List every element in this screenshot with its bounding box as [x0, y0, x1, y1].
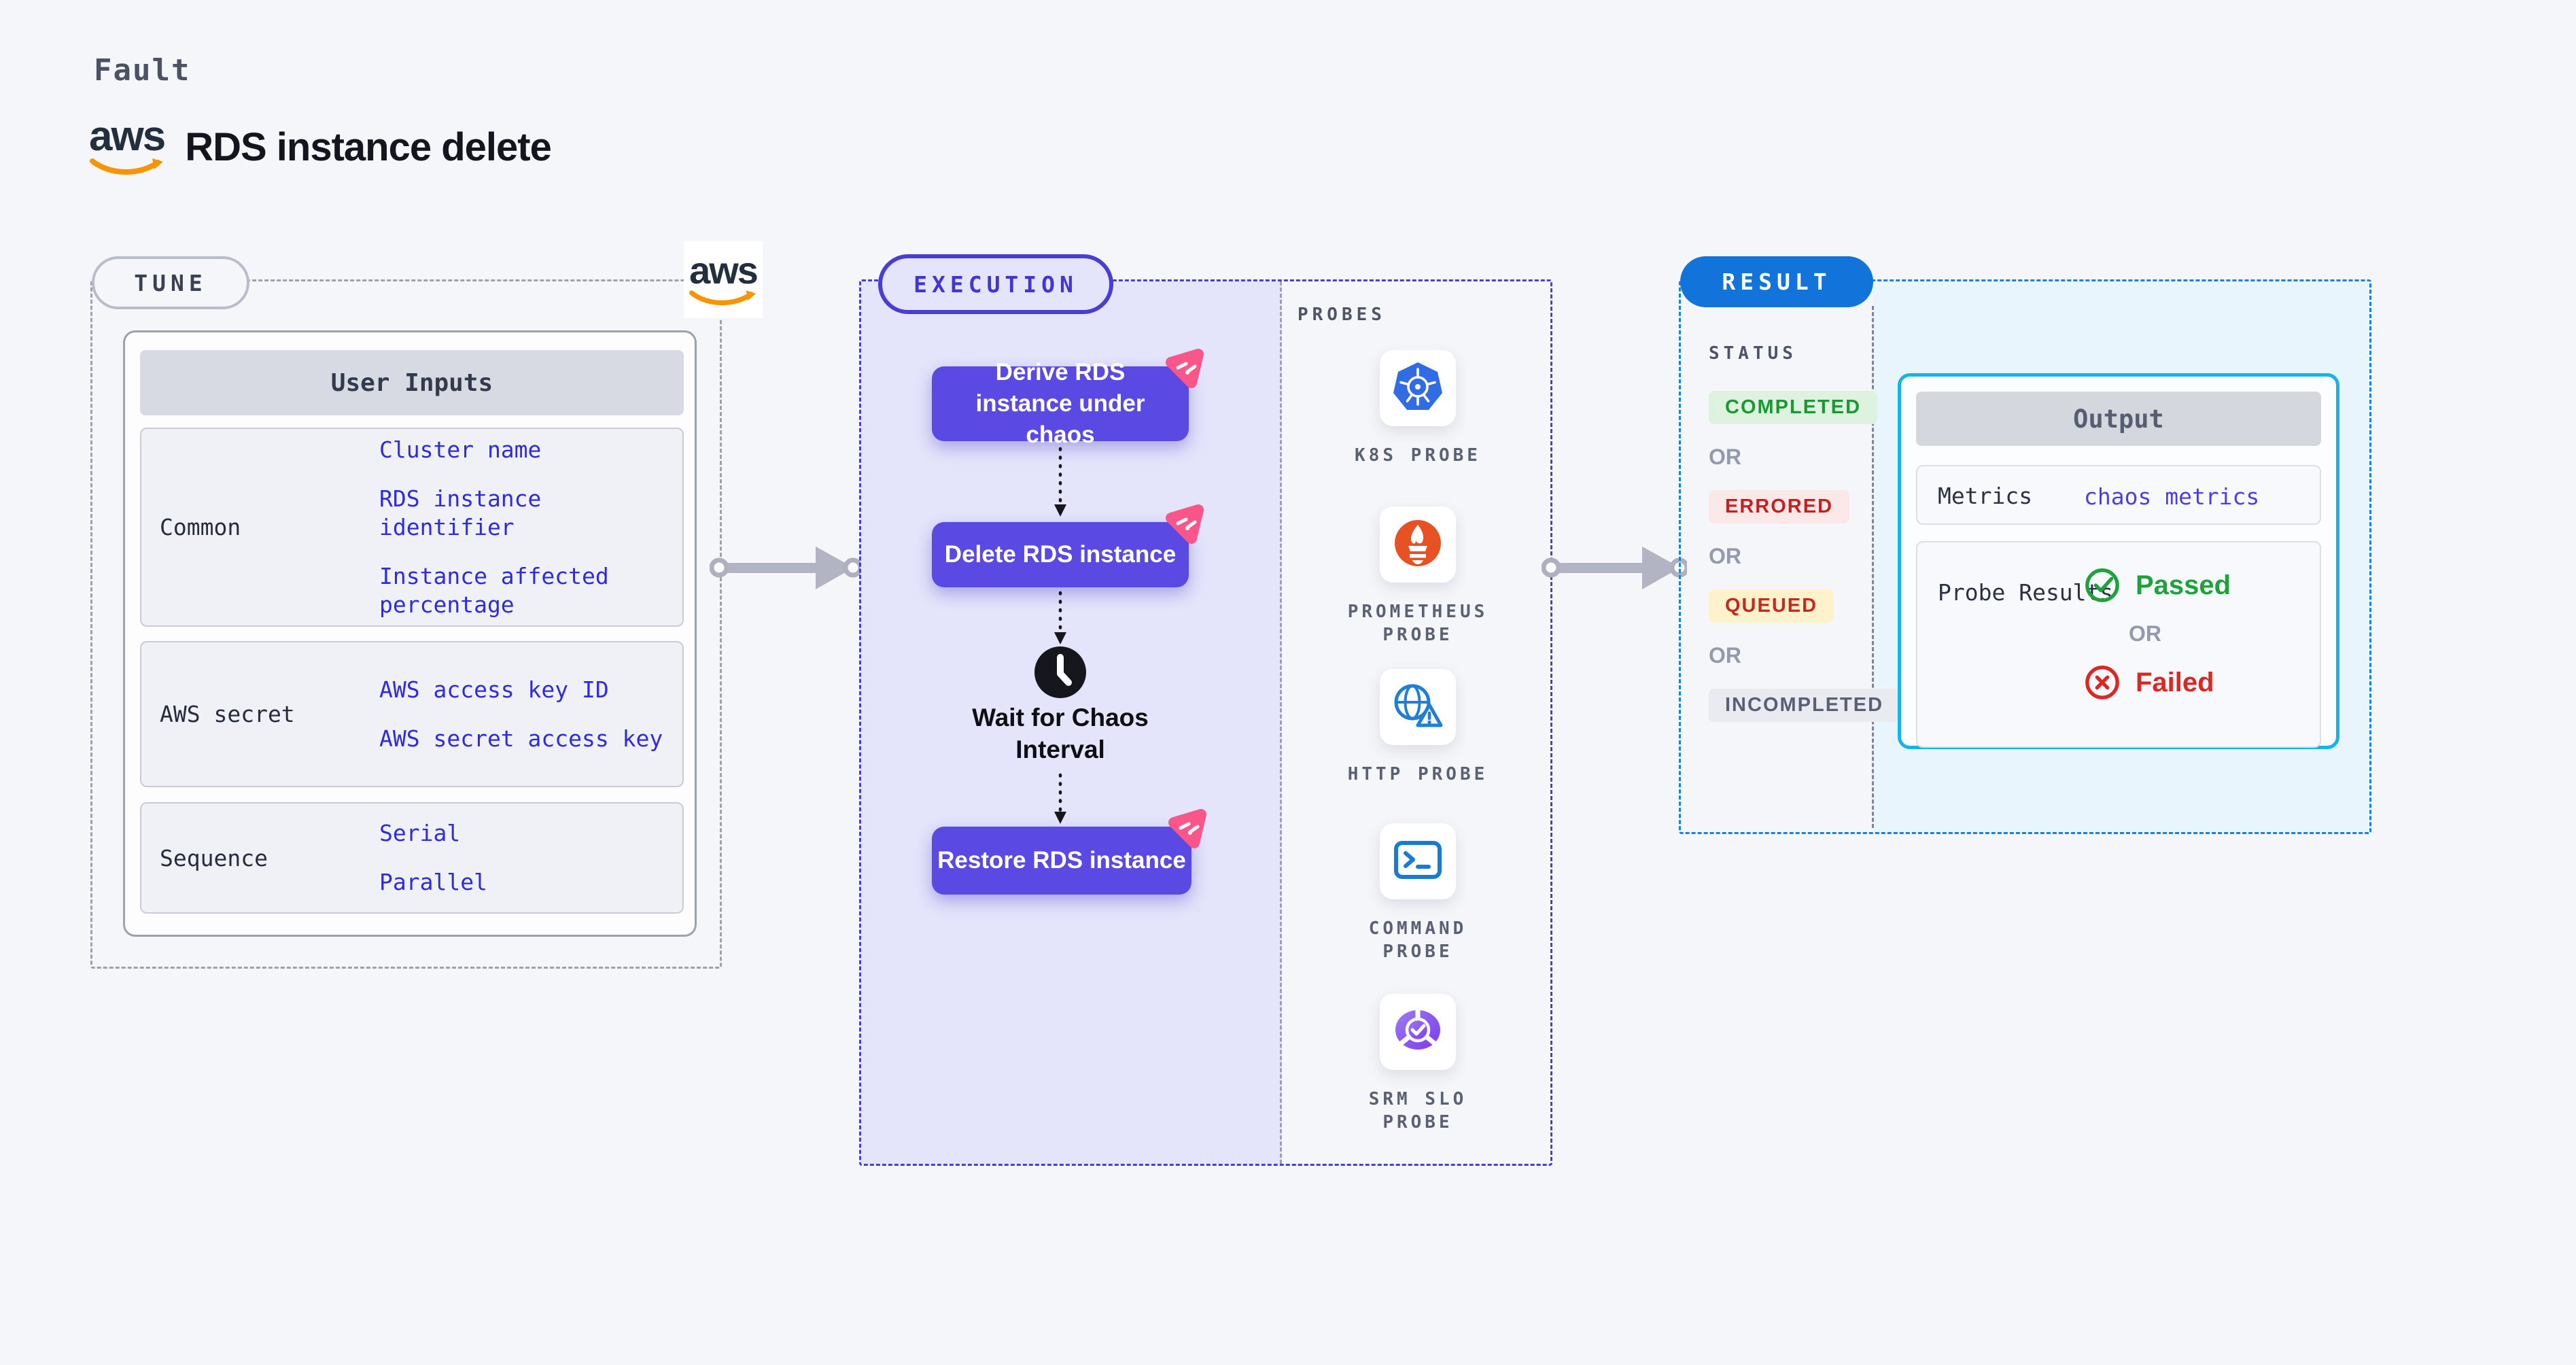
result-divider: [1872, 306, 1874, 828]
terminal-icon: [1393, 840, 1442, 882]
metrics-label: Metrics: [1938, 483, 2033, 509]
aws-logo-icon: aws: [689, 251, 759, 309]
probe-label: COMMAND PROBE: [1368, 918, 1467, 962]
status-badge: COMPLETED: [1709, 391, 1878, 424]
probe-item: HTTP PROBE: [1329, 669, 1506, 786]
probe-item: SRM SLO PROBE: [1329, 994, 1506, 1134]
or-label: OR: [1709, 445, 1741, 469]
failed-label: Failed: [2136, 667, 2214, 697]
passed-label: Passed: [2136, 570, 2231, 600]
failed-line: Failed: [2084, 664, 2231, 701]
chaos-badge-icon: [1166, 504, 1204, 544]
input-link[interactable]: AWS access key ID: [379, 676, 609, 703]
input-link[interactable]: AWS secret access key: [379, 725, 663, 752]
or-label: OR: [1709, 544, 1741, 568]
input-link[interactable]: Serial: [379, 820, 461, 846]
dotted-connector-icon: [1054, 773, 1066, 824]
flow-arrow-icon: [710, 547, 860, 589]
x-circle-icon: [2085, 666, 2119, 699]
passed-line: Passed: [2084, 567, 2231, 604]
status-badge: QUEUED: [1709, 589, 1834, 623]
http-globe-icon: [1392, 683, 1444, 731]
row-label: Sequence: [160, 844, 268, 871]
or-label: OR: [1709, 643, 1741, 668]
clock-icon: [1034, 646, 1086, 698]
probe-item: PROMETHEUS PROBE: [1329, 506, 1506, 646]
input-link[interactable]: Cluster name: [379, 436, 542, 463]
aws-smile-icon: [689, 290, 756, 305]
kubernetes-icon: [1392, 362, 1444, 415]
probe-item: COMMAND PROBE: [1329, 823, 1506, 963]
step-delete-rds-button[interactable]: Delete RDS instance: [932, 504, 1204, 587]
result-pill: RESULT: [1680, 256, 1873, 307]
probe-label: HTTP PROBE: [1347, 764, 1489, 784]
step-restore-rds-button[interactable]: Restore RDS instance: [932, 809, 1206, 895]
probe-label: K8S PROBE: [1355, 445, 1481, 466]
table-row-aws-secret: AWS secret AWS access key ID AWS secret a…: [140, 641, 684, 787]
probe-card[interactable]: [1380, 506, 1456, 583]
probe-results-row: Probe Results Passed OR Failed: [1916, 541, 2321, 748]
probe-results-label: Probe Results: [1938, 579, 2114, 606]
output-header: Output: [1916, 392, 2321, 446]
status-list: COMPLETED OR ERRORED OR QUEUED OR INCOMPLETED: [1709, 391, 1900, 722]
srm-slo-icon: [1393, 1009, 1442, 1055]
probe-card[interactable]: [1380, 669, 1456, 745]
row-label: AWS secret: [160, 701, 295, 727]
step-derive-rds-button[interactable]: Derive RDS instance under chaos: [932, 349, 1204, 448]
prometheus-icon: [1393, 519, 1442, 570]
check-circle-icon: [2085, 568, 2119, 602]
fault-eyebrow: Fault: [94, 53, 191, 88]
user-inputs-header: User Inputs: [140, 350, 684, 415]
wait-step-label: Wait for Chaos Interval: [972, 704, 1149, 763]
status-badge: ERRORED: [1709, 490, 1850, 523]
title-row: aws RDS instance delete: [89, 116, 552, 178]
chaos-metrics-link[interactable]: chaos metrics: [2084, 483, 2260, 510]
input-link[interactable]: RDS instance identifier: [379, 485, 542, 540]
step-label: Delete RDS instance: [944, 541, 1177, 568]
tune-section: [90, 279, 722, 969]
flow-arrow-icon: [1542, 547, 1687, 589]
probe-results-values: Passed OR Failed: [2084, 567, 2231, 701]
probe-item: K8S PROBE: [1329, 350, 1506, 467]
aws-smile-icon: [89, 158, 163, 175]
execution-pill: EXECUTION: [878, 254, 1113, 314]
step-label: Restore RDS instance: [937, 847, 1186, 874]
tune-aws-corner: aws: [684, 241, 763, 318]
status-label: STATUS: [1709, 343, 1797, 364]
probe-card[interactable]: [1380, 823, 1456, 899]
step-label: Derive RDS instance under chaos: [975, 359, 1145, 448]
page-title: RDS instance delete: [185, 124, 552, 169]
aws-logo-icon: aws: [89, 116, 166, 178]
input-link[interactable]: Instance affected percentage: [379, 562, 609, 618]
status-badge: INCOMPLETED: [1709, 689, 1900, 722]
row-label: Common: [160, 514, 241, 540]
input-link[interactable]: Parallel: [379, 869, 487, 895]
chaos-badge-icon: [1168, 809, 1206, 848]
or-label: OR: [2129, 621, 2161, 646]
dotted-connector-icon: [1054, 447, 1066, 517]
tune-pill: TUNE: [92, 256, 249, 309]
metrics-row: Metrics chaos metrics: [1916, 465, 2321, 525]
probes-column-label: PROBES: [1298, 305, 1386, 325]
output-table: Output Metrics chaos metrics Probe Resul…: [1898, 373, 2339, 749]
chaos-badge-icon: [1166, 349, 1204, 388]
dotted-connector-icon: [1054, 591, 1066, 644]
probe-card[interactable]: [1380, 994, 1456, 1070]
probe-label: PROMETHEUS PROBE: [1347, 602, 1489, 645]
row-values: AWS access key ID AWS secret access key: [379, 676, 672, 753]
probe-label: SRM SLO PROBE: [1368, 1089, 1467, 1133]
probe-card[interactable]: [1380, 350, 1456, 426]
